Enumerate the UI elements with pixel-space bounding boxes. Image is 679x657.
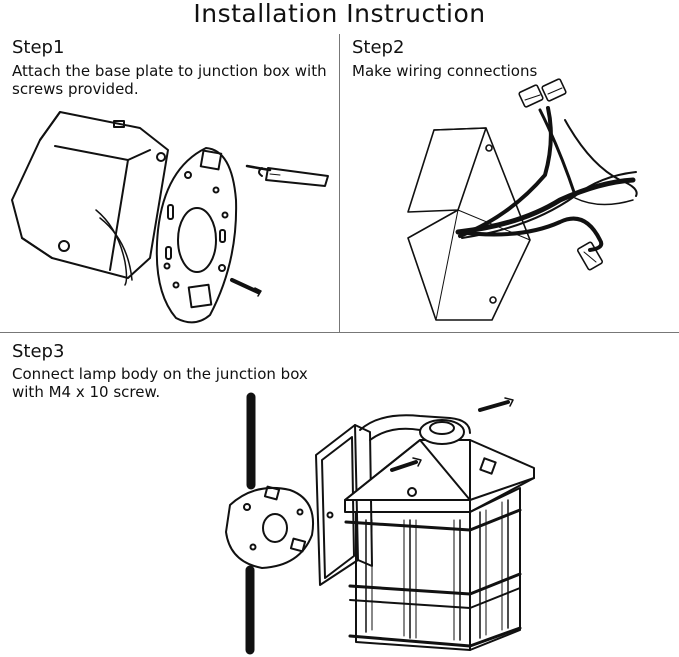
lantern-icon — [344, 414, 535, 651]
wire-connector-icon — [518, 78, 603, 271]
junction-box-icon — [11, 111, 169, 286]
vertical-divider — [339, 34, 340, 332]
screwdriver-icon — [245, 164, 329, 187]
screw-icon — [230, 278, 262, 297]
round-junction-box-icon — [225, 485, 314, 569]
step2-heading: Step2 — [352, 37, 405, 58]
base-plate-icon — [155, 147, 238, 324]
step3-heading: Step3 — [12, 341, 65, 362]
pole-icon — [245, 392, 256, 655]
step1-heading: Step1 — [12, 37, 65, 58]
step1-text: Attach the base plate to junction box wi… — [12, 62, 327, 98]
step2-text: Make wiring connections — [352, 62, 538, 80]
wall-plate-icon — [407, 127, 531, 321]
wires-icon — [455, 106, 638, 252]
horizontal-divider — [0, 332, 679, 333]
step3-text: Connect lamp body on the junction box wi… — [12, 365, 308, 401]
page-title: Installation Instruction — [193, 0, 486, 28]
screw-icon — [390, 397, 514, 472]
